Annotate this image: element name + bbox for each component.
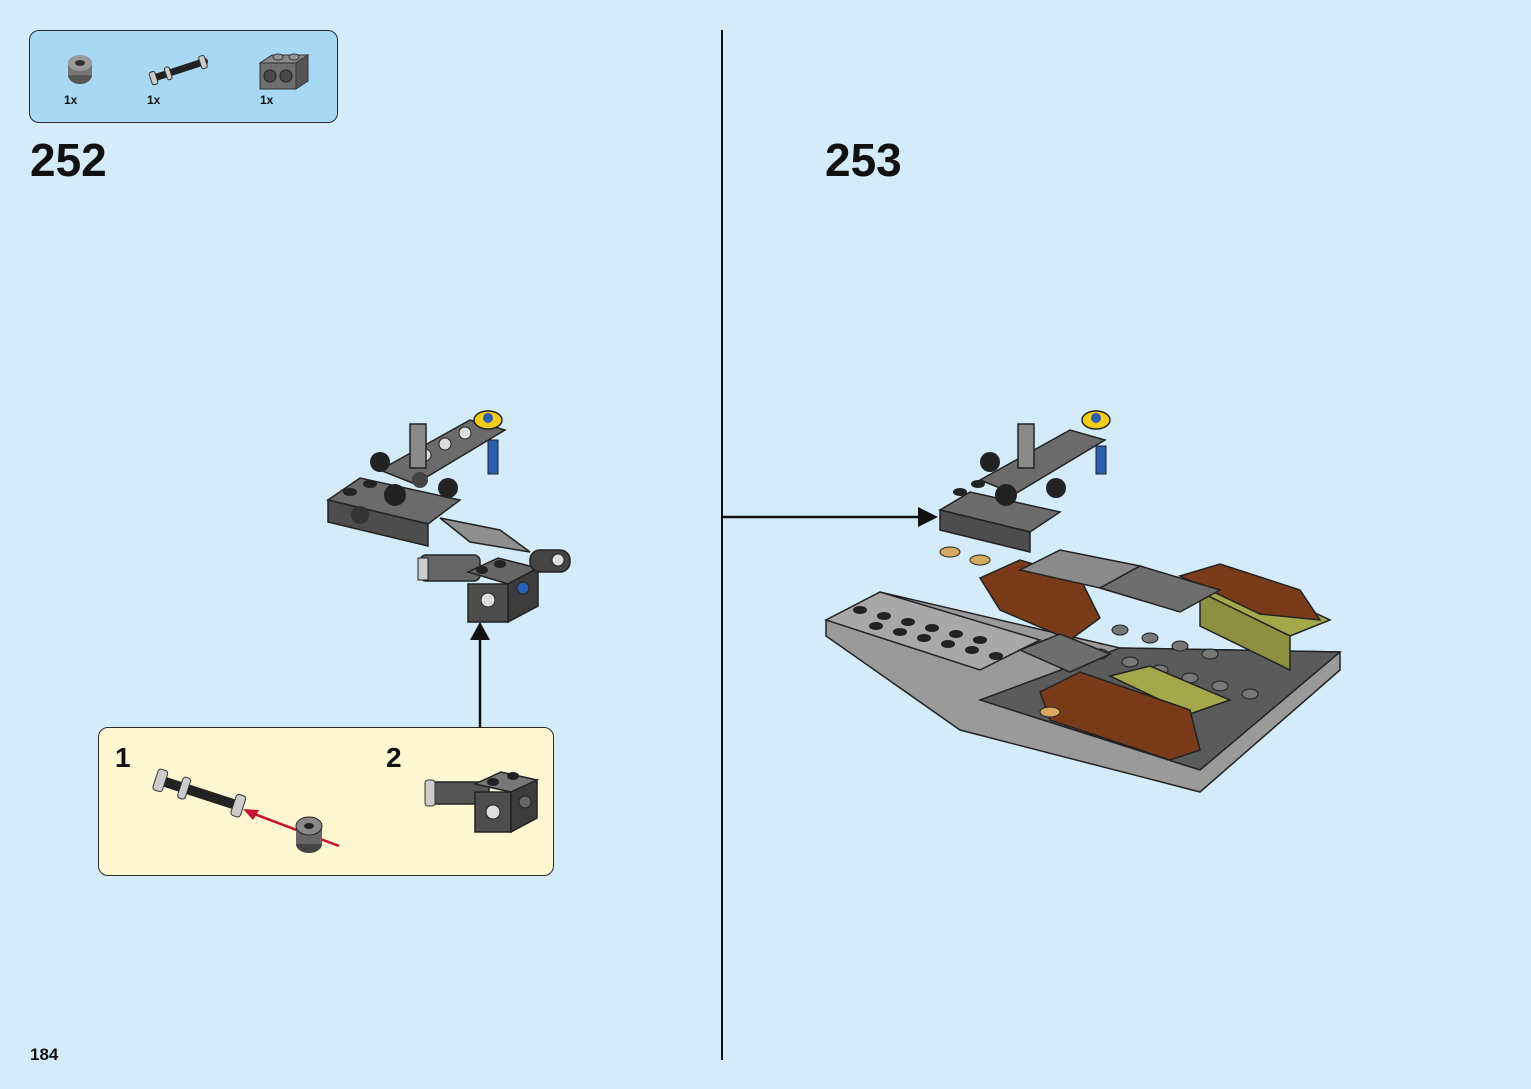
substep-to-assembly-arrow: [470, 620, 490, 728]
substep-2-illustration: [421, 758, 541, 838]
parts-item: 1x: [256, 31, 326, 121]
step-number: 253: [825, 133, 902, 187]
technic-brick-icon: [256, 49, 312, 93]
parts-item: 1x: [60, 31, 130, 121]
step-252-assembly-illustration: [320, 400, 590, 640]
parts-qty: 1x: [260, 93, 273, 107]
technic-axle-pin-icon: [145, 49, 215, 89]
page-divider: [721, 30, 723, 1060]
substep-number: 2: [386, 742, 402, 774]
parts-qty: 1x: [64, 93, 77, 107]
step-253-assembly-illustration: [820, 400, 1350, 800]
step-number: 252: [30, 133, 107, 187]
technic-bush-icon: [60, 49, 100, 89]
parts-list-box: 1x 1x 1x: [29, 30, 338, 123]
parts-item: 1x: [145, 31, 215, 121]
substep-1-illustration: [149, 764, 349, 864]
substep-number: 1: [115, 742, 131, 774]
substep-box: 1 2: [98, 727, 554, 876]
page-number: 184: [30, 1045, 58, 1065]
parts-qty: 1x: [147, 93, 160, 107]
